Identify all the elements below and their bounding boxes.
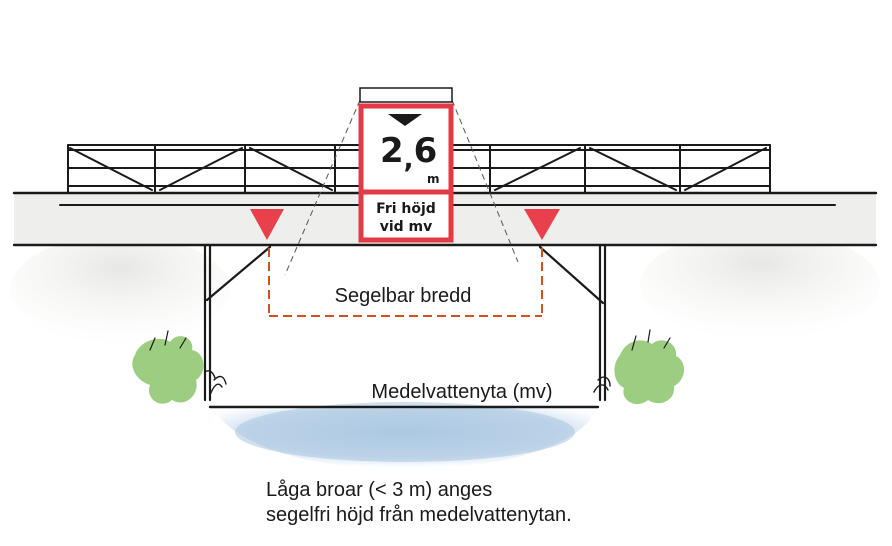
sign-top-panel — [359, 87, 453, 103]
navigable-width-box — [268, 248, 543, 317]
mean-water-level-label: Medelvattenyta (mv) — [371, 381, 552, 403]
bridge-piers — [203, 243, 607, 402]
sign-text-line1: Fri höjd — [376, 201, 436, 217]
projection-lines — [284, 99, 519, 276]
red-down-triangle-icon — [250, 209, 284, 240]
vegetation-right — [593, 329, 685, 405]
clearance-sign: 2,6 m Fri höjd vid mv — [358, 103, 454, 243]
caption: Låga broar (< 3 m) anges segelfri höjd f… — [266, 478, 686, 528]
sign-value-sep: , — [404, 145, 414, 175]
ground-wash — [10, 230, 880, 345]
water-body — [215, 402, 592, 469]
black-down-triangle-icon — [388, 114, 422, 126]
caption-line1: Låga broar (< 3 m) anges — [266, 479, 493, 501]
svg-text:2,6: 2,6 — [380, 131, 437, 175]
navigable-width-label: Segelbar bredd — [335, 285, 472, 307]
red-down-triangle-icon — [524, 209, 560, 240]
sign-text-line2: vid mv — [380, 219, 433, 235]
sign-value-int: 2 — [380, 131, 404, 171]
caption-line2: segelfri höjd från medelvattenytan. — [266, 504, 572, 526]
sign-value-dec: 6 — [414, 131, 438, 171]
sign-unit: m — [427, 172, 440, 186]
